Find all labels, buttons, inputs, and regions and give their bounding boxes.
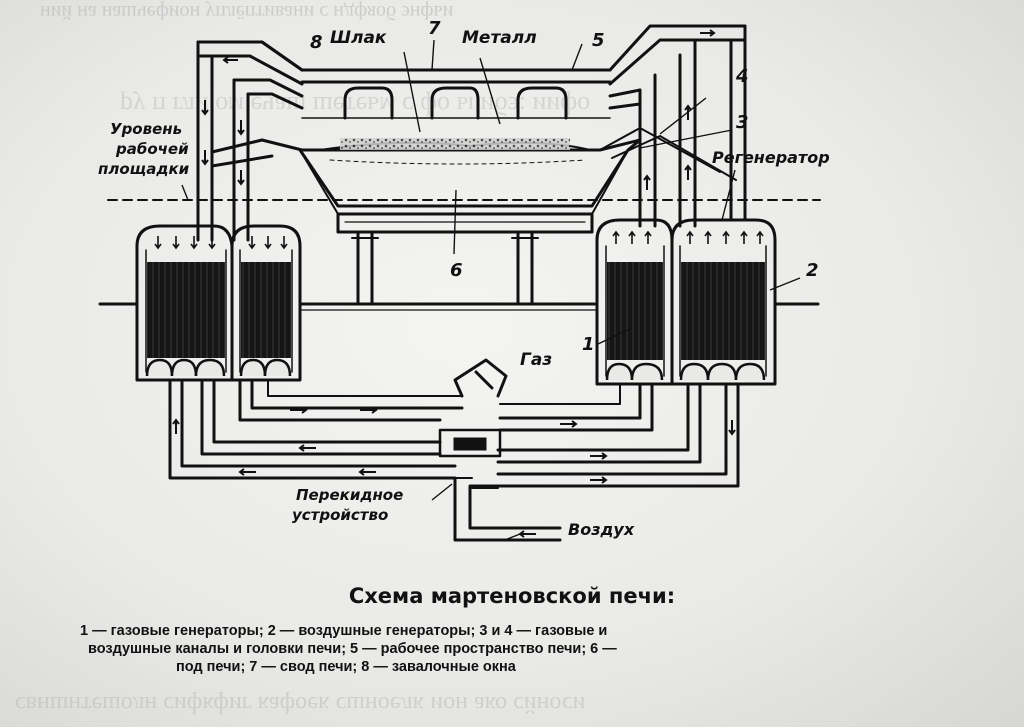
- label-work-level-1: Уровень: [110, 120, 183, 138]
- label-num-6: 6: [450, 260, 463, 281]
- right-gas-flue: [498, 382, 654, 432]
- label-gas: Газ: [520, 350, 553, 370]
- label-work-level-3: площадки: [98, 160, 190, 178]
- label-switch-2: устройство: [292, 506, 389, 524]
- left-flue-inner: [232, 78, 250, 242]
- furnace-roof: [300, 68, 612, 84]
- right-inner-flue: [496, 382, 702, 464]
- label-num-5: 5: [592, 30, 605, 51]
- label-slag: Шлак: [330, 28, 387, 48]
- air-inlet-pipe: [453, 476, 562, 542]
- right-regenerator-2-outer: [670, 218, 777, 386]
- legend-line: под печи; 7 — свод печи; 8 — завалочные …: [176, 659, 516, 675]
- left-inner-flue: [200, 378, 442, 456]
- regenerator-flow-arrows: [154, 230, 764, 250]
- legend-line: воздушные каналы и головки печи; 5 — раб…: [88, 641, 617, 657]
- checker-brickwork: [147, 262, 765, 360]
- right-outer-flue: [496, 382, 740, 488]
- leader-lines: [181, 39, 801, 541]
- left-regenerator-2-outer: [230, 224, 302, 382]
- label-air: Воздух: [568, 520, 635, 539]
- label-metal: Металл: [462, 28, 537, 48]
- support-column-right: [516, 230, 534, 306]
- charging-window-1: [343, 86, 394, 120]
- label-num-7: 7: [428, 18, 441, 39]
- left-flue-outer: [196, 40, 214, 242]
- label-switch-1: Перекидное: [296, 486, 404, 504]
- left-outer-flue: [168, 378, 457, 480]
- gas-inlet-pipe: [453, 358, 508, 398]
- support-column-left: [356, 230, 374, 306]
- figure-caption-title: Схема мартеновской печи:: [348, 584, 676, 608]
- label-num-1: 1: [582, 334, 595, 355]
- figure-legend: 1 — газовые генераторы; 2 — воздушные ге…: [80, 622, 880, 676]
- charging-window-3: [516, 86, 568, 120]
- furnace-hearth-slab: [336, 212, 594, 234]
- switching-valve: [438, 428, 502, 458]
- label-num-8: 8: [310, 32, 323, 53]
- right-flue-inner: [638, 73, 657, 228]
- label-regenerator: Регенератор: [712, 148, 830, 167]
- label-num-4: 4: [736, 66, 749, 87]
- label-num-3: 3: [736, 112, 749, 133]
- left-gas-flue: [238, 378, 464, 422]
- slag-layer: [340, 138, 570, 150]
- flue-flow-arrows: [172, 29, 736, 538]
- label-work-level-2: рабочей: [116, 140, 189, 158]
- left-head-outer: [196, 40, 304, 86]
- charging-window-2: [430, 86, 480, 120]
- right-head-outer: [608, 24, 747, 86]
- label-num-2: 2: [806, 260, 819, 281]
- legend-line: 1 — газовые генераторы; 2 — воздушные ге…: [80, 623, 608, 639]
